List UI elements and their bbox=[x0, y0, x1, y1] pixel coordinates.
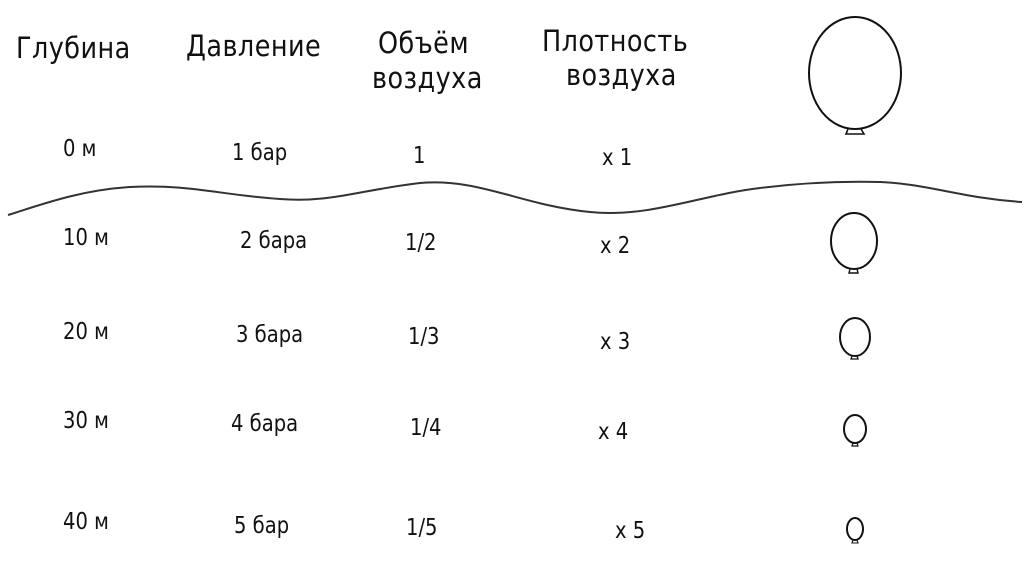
volume-value: 1 bbox=[413, 143, 426, 169]
depth-value: 0 м bbox=[63, 136, 97, 162]
pressure-value: 2 бара bbox=[240, 228, 308, 254]
volume-value: 1/3 bbox=[408, 324, 440, 350]
header-volume-line1: Объём bbox=[378, 26, 470, 60]
volume-value: 1/2 bbox=[405, 230, 437, 256]
header-volume-line2: воздуха bbox=[372, 61, 483, 95]
balloon-40m bbox=[846, 517, 864, 544]
density-value: x 3 bbox=[600, 329, 631, 355]
density-value: x 5 bbox=[615, 518, 646, 544]
balloon-0m bbox=[808, 16, 902, 135]
header-pressure: Давление bbox=[186, 29, 322, 63]
volume-value: 1/4 bbox=[410, 415, 442, 441]
depth-value: 20 м bbox=[63, 319, 109, 345]
pressure-value: 4 бара bbox=[231, 411, 299, 437]
depth-value: 30 м bbox=[63, 408, 109, 434]
header-density-line2: воздуха bbox=[566, 58, 677, 92]
pressure-value: 5 бар bbox=[234, 513, 290, 539]
density-value: x 1 bbox=[602, 145, 633, 171]
balloon-20m bbox=[839, 317, 871, 360]
density-value: x 4 bbox=[598, 419, 629, 445]
pressure-value: 3 бара bbox=[236, 322, 304, 348]
header-depth: Глубина bbox=[16, 31, 131, 65]
depth-value: 40 м bbox=[63, 509, 109, 535]
volume-value: 1/5 bbox=[406, 515, 438, 541]
density-value: x 2 bbox=[600, 233, 631, 259]
balloon-30m bbox=[843, 414, 867, 447]
balloon-10m bbox=[830, 212, 878, 274]
water-surface-line bbox=[7, 180, 1023, 216]
pressure-value: 1 бар bbox=[232, 140, 288, 166]
depth-value: 10 м bbox=[63, 225, 109, 251]
header-density-line1: Плотность bbox=[542, 24, 689, 58]
